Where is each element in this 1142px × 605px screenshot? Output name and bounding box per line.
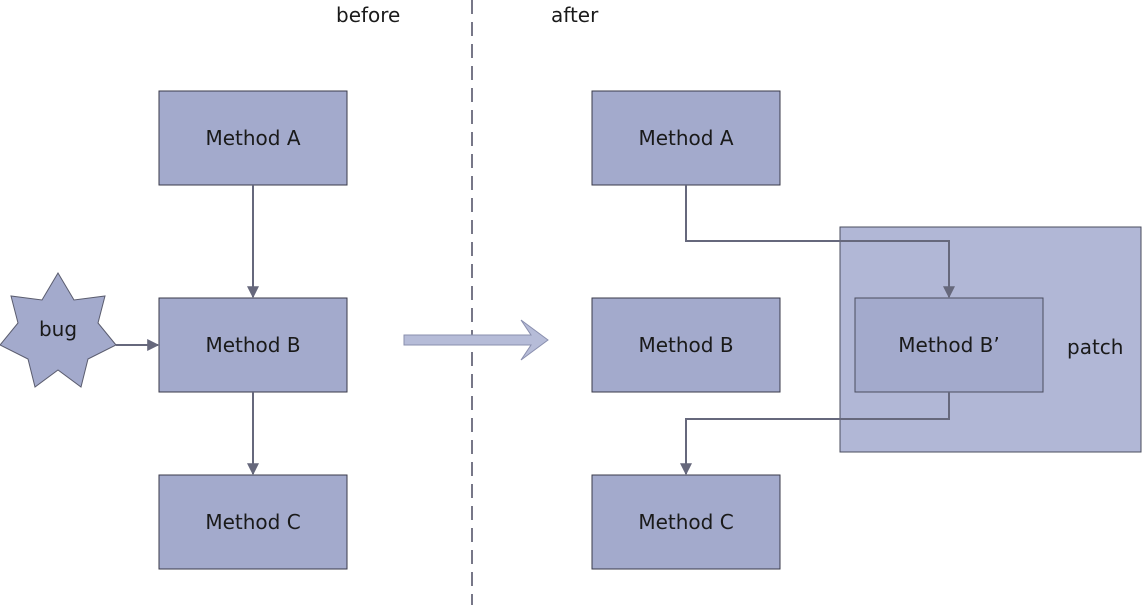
after-method-b-box — [591, 297, 781, 393]
before-method-c-box — [158, 474, 348, 570]
transition-arrow — [403, 319, 549, 361]
before-method-a-box — [158, 90, 348, 186]
before-method-c-label: Method C — [205, 510, 300, 534]
before-label: before — [336, 3, 400, 27]
after-a-to-b-prime-arrow — [685, 185, 955, 299]
patch-label: patch — [1067, 335, 1123, 359]
before-method-a-label: Method A — [205, 126, 300, 150]
after-b-prime-to-c-arrow — [680, 392, 950, 476]
after-method-b-label: Method B — [638, 333, 733, 357]
after-method-b-prime-label: Method B’ — [898, 333, 999, 357]
after-method-a-label: Method A — [638, 126, 733, 150]
after-label: after — [551, 3, 599, 27]
after-method-c-box — [591, 474, 781, 570]
after-method-c-label: Method C — [638, 510, 733, 534]
bug-star-shape — [0, 272, 117, 388]
after-method-b-prime-box — [854, 297, 1044, 393]
after-method-a-box — [591, 90, 781, 186]
before-method-b-box — [158, 297, 348, 393]
bug-label: bug — [39, 317, 77, 341]
before-method-b-label: Method B — [205, 333, 300, 357]
